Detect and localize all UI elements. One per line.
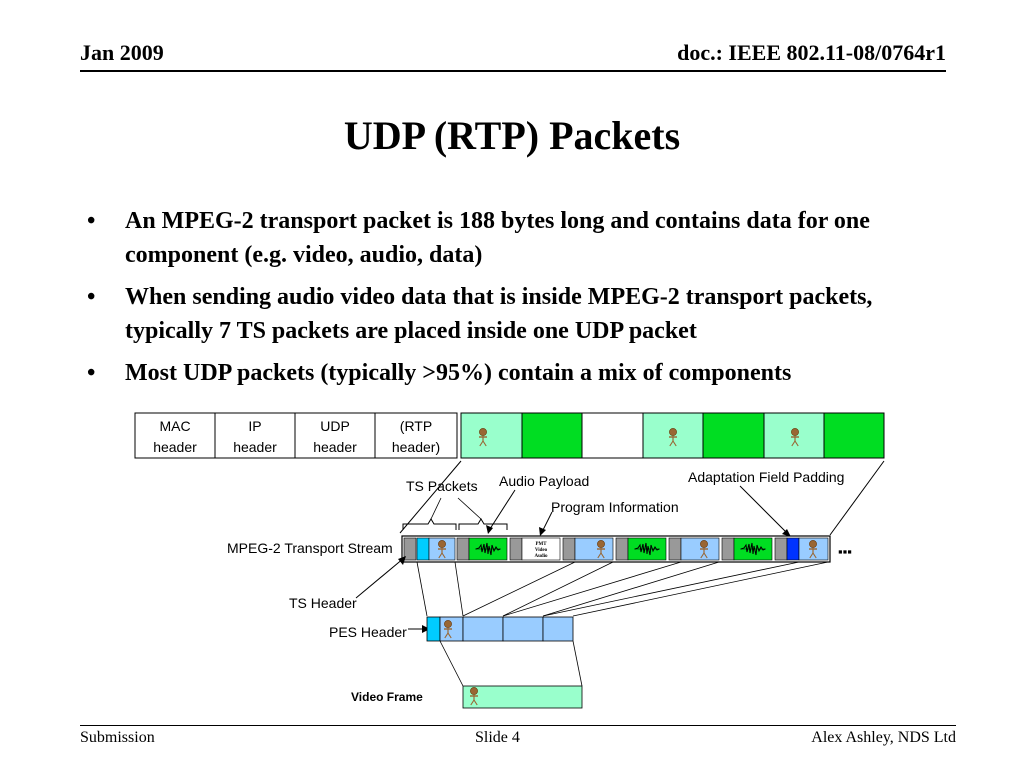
- ts-header-block: [615, 537, 629, 561]
- connector-line: [462, 561, 576, 617]
- transport-stream-bar: PMT Video Audio: [401, 535, 831, 563]
- pmt-label: PMT: [535, 542, 547, 547]
- header-doc-id: doc.: IEEE 802.11-08/0764r1: [677, 40, 946, 65]
- footer-author: Alex Ashley, NDS Ltd: [811, 729, 956, 746]
- arrow-head-icon: [539, 527, 546, 536]
- ts-packet-brace: [458, 518, 508, 530]
- ts-packets-label: TS Packets: [406, 478, 478, 494]
- slide-title: UDP (RTP) Packets: [343, 113, 681, 158]
- ip-header-label-1: IP: [248, 418, 261, 434]
- ts-video-cell: [642, 412, 704, 459]
- ts-header-block: [456, 537, 470, 561]
- ts-program-info-cell: [581, 412, 644, 459]
- arrow-head-icon: [422, 625, 430, 633]
- rtp-header-cell: [374, 412, 458, 459]
- header-rule: [80, 70, 946, 72]
- ts-header-block: [562, 537, 576, 561]
- ts-header-block: [403, 537, 417, 561]
- ip-header-label-2: header: [233, 439, 277, 455]
- arrow-head-icon: [782, 529, 791, 537]
- pes-payload-block: [542, 616, 574, 642]
- rtp-header-label-1: (RTP: [400, 418, 432, 434]
- arrow-head-icon: [486, 525, 493, 534]
- ts-header-block: [509, 537, 523, 561]
- mac-header-label-2: header: [153, 439, 197, 455]
- bullet-item: • When sending audio video data that is i…: [87, 280, 947, 348]
- adaptation-field-padding-label: Adaptation Field Padding: [688, 469, 844, 485]
- ts-audio-cell: [702, 412, 765, 459]
- ts-header-block: [774, 537, 788, 561]
- ts-header-label: TS Header: [289, 595, 357, 611]
- ip-header-cell: [214, 412, 296, 459]
- bullet-text: When sending audio video data that is in…: [125, 284, 873, 344]
- padding-pointer: [739, 485, 790, 536]
- bullet-symbol: •: [87, 360, 96, 386]
- udp-header-cell: [294, 412, 376, 459]
- udp-packet-bar: MAC header IP header UDP header (RTP hea…: [134, 412, 885, 459]
- ts-audio-cell: [823, 412, 885, 459]
- audio-payload-label: Audio Payload: [499, 473, 589, 489]
- bullet-list: • An MPEG-2 transport packet is 188 bytes…: [87, 204, 947, 398]
- stream-continues-ellipsis: ▪▪▪: [838, 544, 852, 559]
- ts-header-pointer: [355, 557, 405, 599]
- ts-audio-cell: [521, 412, 583, 459]
- footer-submission: Submission: [80, 729, 155, 746]
- bullet-item: • An MPEG-2 transport packet is 188 bytes…: [87, 204, 947, 272]
- bullet-text: Most UDP packets (typically >95%) contai…: [125, 360, 792, 386]
- connector-line: [416, 561, 428, 617]
- rtp-header-label-2: header): [392, 439, 440, 455]
- pointer-line: [457, 497, 482, 520]
- connector-line: [542, 561, 800, 617]
- bullet-item: • Most UDP packets (typically >95%) conta…: [87, 356, 947, 390]
- connector-line: [572, 561, 829, 617]
- connector-line: [454, 561, 464, 617]
- bullet-symbol: •: [87, 284, 96, 310]
- ts-header-block: [668, 537, 682, 561]
- adaptation-padding-block: [786, 537, 800, 561]
- video-payload-block: [574, 537, 614, 561]
- pes-header-label: PES Header: [329, 624, 407, 640]
- pes-packet: [426, 616, 574, 642]
- pes-payload-block: [462, 616, 504, 642]
- footer-slide-number: Slide 4: [475, 729, 520, 746]
- video-frame-block: [462, 685, 583, 709]
- bullet-text: An MPEG-2 transport packet is 188 bytes …: [125, 208, 870, 268]
- video-frame-label: Video Frame: [351, 690, 423, 704]
- connector-line: [502, 561, 682, 617]
- connector-line: [399, 460, 462, 534]
- ts-video-cell: [460, 412, 523, 459]
- bullet-symbol: •: [87, 208, 96, 234]
- footer-rule: [80, 725, 956, 726]
- connector-line: [572, 640, 583, 687]
- pmt-audio-label: Audio: [534, 554, 548, 559]
- connector-line: [502, 561, 614, 617]
- ts-header-block: [721, 537, 735, 561]
- header-date: Jan 2009: [80, 40, 164, 65]
- connector-line: [542, 561, 720, 617]
- connector-line: [829, 460, 885, 536]
- audio-payload-pointer: [487, 489, 516, 533]
- mac-header-label-1: MAC: [159, 418, 190, 434]
- arrow-head-icon: [398, 556, 406, 565]
- pes-header-block: [426, 616, 441, 642]
- pmt-video-label: Video: [535, 548, 548, 553]
- mpeg2-transport-stream-label: MPEG-2 Transport Stream: [227, 540, 393, 556]
- udp-header-label-2: header: [313, 439, 357, 455]
- pmt-block: [521, 537, 561, 561]
- udp-header-label-1: UDP: [320, 418, 350, 434]
- pes-header-block: [416, 537, 430, 561]
- pointer-line: [430, 497, 442, 520]
- program-information-label: Program Information: [551, 499, 679, 515]
- pes-payload-block: [502, 616, 544, 642]
- connector-line: [439, 640, 464, 687]
